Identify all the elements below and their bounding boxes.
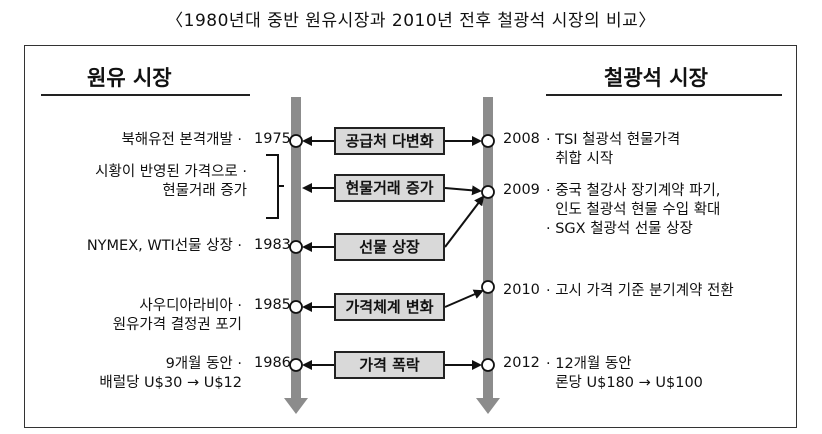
right-text-2010: · 고시 가격 기준 분기계약 전환 bbox=[546, 283, 734, 299]
left-text-1975: 북해유전 본격개발 · bbox=[121, 132, 242, 148]
diagram-title: 〈1980년대 중반 원유시장과 2010년 전후 철광석 시장의 비교〉 bbox=[166, 11, 656, 31]
right-year-2010: 2010 bbox=[503, 282, 540, 298]
right-year-2008: 2008 bbox=[503, 131, 540, 147]
left-year-1975: 1975 bbox=[254, 131, 291, 147]
box-spot-trading: 현물거래 증가 bbox=[334, 174, 445, 202]
left-header-underline bbox=[41, 94, 250, 96]
right-year-2012: 2012 bbox=[503, 355, 540, 371]
left-marker-1986 bbox=[289, 358, 303, 372]
left-text-1986: 9개월 동안 · 배럴당 U$30 → U$12 bbox=[99, 356, 242, 391]
right-header-underline bbox=[546, 94, 782, 96]
left-marker-1985 bbox=[289, 300, 303, 314]
left-text-1985: 사우디아라비아 · 원유가격 결정권 포기 bbox=[112, 298, 242, 333]
left-year-1983: 1983 bbox=[254, 237, 291, 253]
right-text-2008: · TSI 철광석 현물가격 취합 시작 bbox=[546, 132, 681, 167]
right-text-2009: · 중국 철강사 장기계약 파기, 인도 철광석 현물 수입 확대 · SGX … bbox=[546, 183, 721, 237]
left-marker-1983 bbox=[289, 240, 303, 254]
left-axis-arrowhead bbox=[284, 398, 308, 414]
right-marker-2009 bbox=[481, 185, 495, 199]
arrow-box2-right bbox=[444, 185, 482, 196]
box-futures-listing: 선물 상장 bbox=[334, 233, 445, 261]
right-year-2009: 2009 bbox=[503, 182, 540, 198]
arrow-box3-right bbox=[444, 195, 485, 248]
left-marker-1975 bbox=[289, 134, 303, 148]
right-text-2012: · 12개월 동안 론당 U$180 → U$100 bbox=[546, 356, 703, 391]
box-price-collapse: 가격 폭락 bbox=[334, 351, 445, 379]
right-marker-2010 bbox=[481, 280, 495, 294]
left-year-1985: 1985 bbox=[254, 297, 291, 313]
box-supply-diversification: 공급처 다변화 bbox=[334, 127, 445, 155]
left-bracket bbox=[266, 154, 284, 219]
left-text-spot: 시황이 반영된 가격으로 · 현물거래 증가 bbox=[95, 164, 247, 199]
right-marker-2008 bbox=[481, 134, 495, 148]
diagram-frame bbox=[24, 45, 797, 428]
right-axis-arrowhead bbox=[476, 398, 500, 414]
left-year-1986: 1986 bbox=[254, 355, 291, 371]
arrow-box4-right bbox=[444, 289, 484, 308]
right-marker-2012 bbox=[481, 358, 495, 372]
right-timeline-axis bbox=[483, 97, 493, 400]
box-pricing-change: 가격체계 변화 bbox=[334, 293, 445, 321]
left-text-1983: NYMEX, WTI선물 상장 · bbox=[86, 238, 242, 254]
left-header: 원유 시장 bbox=[87, 66, 172, 90]
right-header: 철광석 시장 bbox=[604, 66, 708, 90]
